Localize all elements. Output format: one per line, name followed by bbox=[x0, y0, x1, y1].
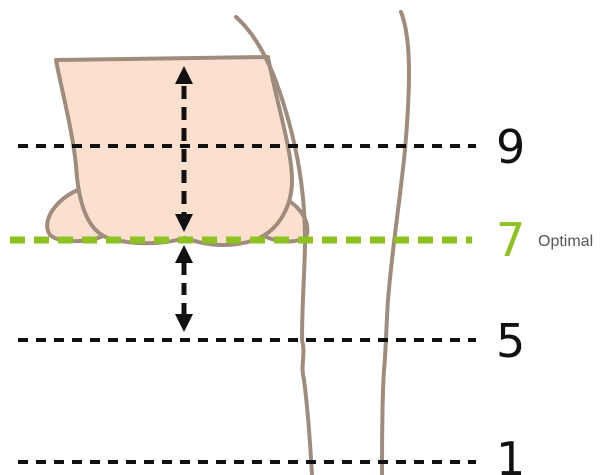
arrow-head-down bbox=[175, 214, 193, 232]
level-label-5: 5 bbox=[496, 314, 525, 368]
optimal-label: Optimal bbox=[538, 233, 593, 250]
udder bbox=[54, 55, 294, 248]
hind-leg-back-outline bbox=[380, 10, 411, 475]
arrow-head-down bbox=[175, 314, 193, 332]
upper-depth-arrow bbox=[175, 66, 193, 232]
arrow-head-up bbox=[175, 66, 193, 84]
level-label-7: 7 bbox=[496, 213, 525, 267]
arrow-head-up bbox=[175, 245, 193, 263]
level-label-9: 9 bbox=[496, 120, 525, 174]
hind-leg-front-outline bbox=[234, 15, 314, 475]
level-label-1: 1 bbox=[496, 432, 525, 475]
lower-depth-arrow bbox=[175, 245, 193, 332]
